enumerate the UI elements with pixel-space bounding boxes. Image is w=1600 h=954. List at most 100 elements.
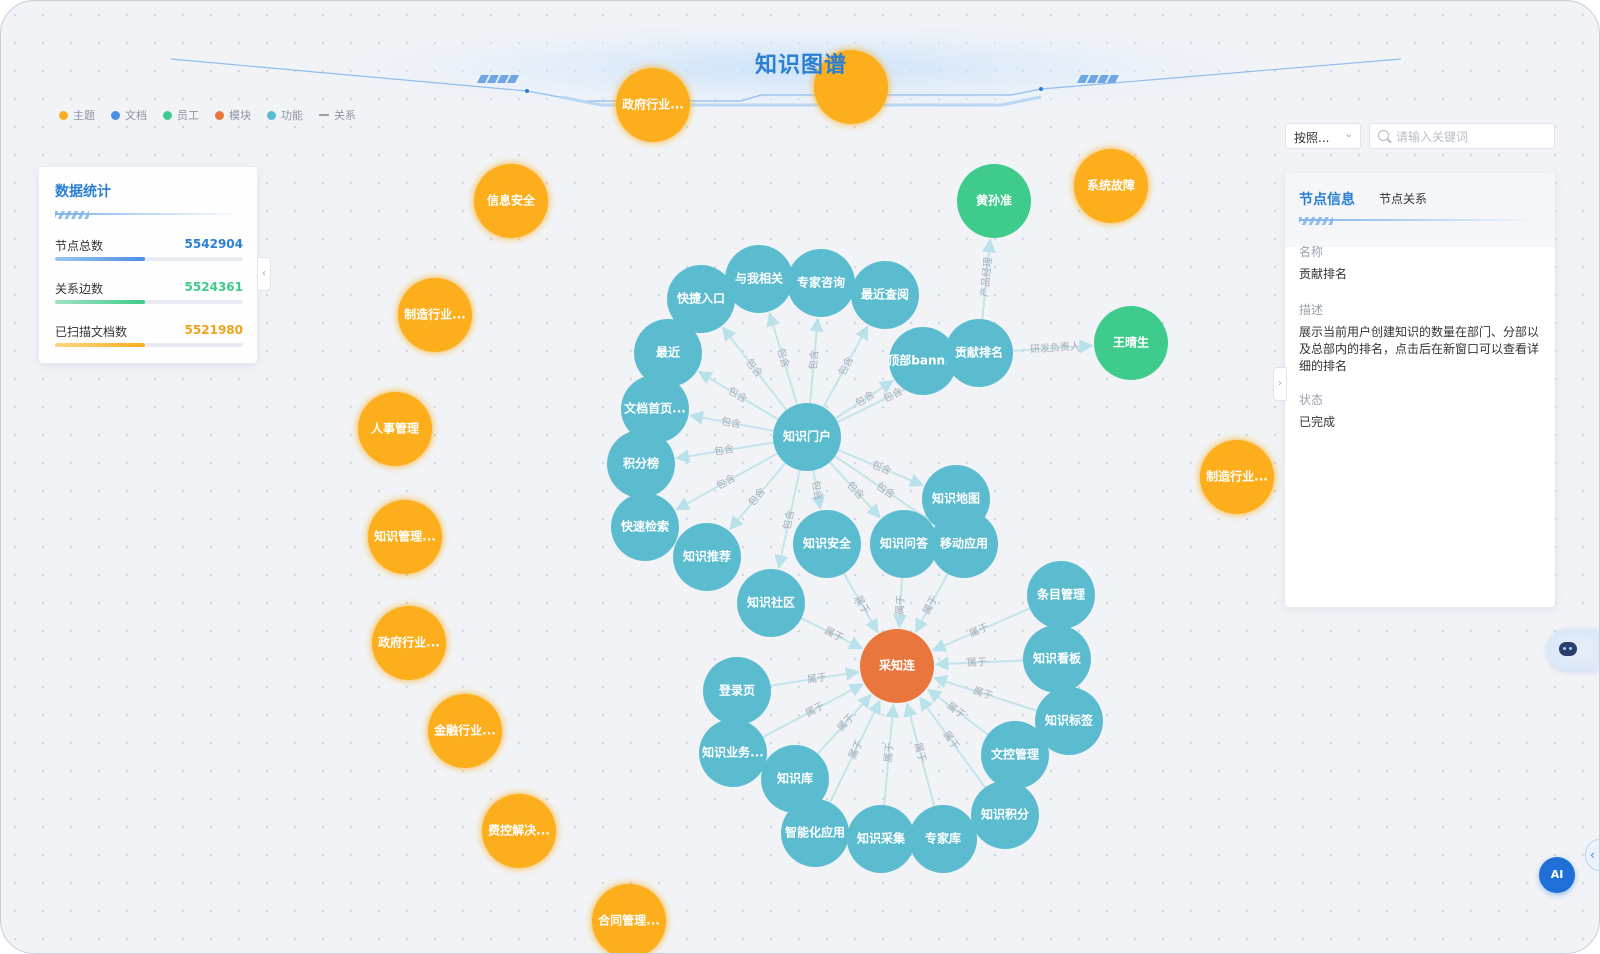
graph-node-function[interactable]: 专家库 (909, 805, 977, 873)
graph-edge[interactable] (811, 470, 825, 510)
graph-edge[interactable] (697, 370, 779, 421)
node-circle[interactable] (482, 794, 556, 868)
graph-edge[interactable] (729, 462, 787, 531)
node-circle[interactable] (773, 403, 841, 471)
graph-edge[interactable] (762, 683, 864, 738)
graph-node-function[interactable]: 移动应用 (930, 510, 998, 578)
collapse-left-panel-button[interactable]: ‹ (257, 257, 271, 291)
graph-edge[interactable] (800, 617, 864, 650)
node-circle[interactable] (592, 884, 666, 954)
node-circle[interactable] (358, 392, 432, 466)
graph-edge[interactable] (817, 693, 872, 755)
graph-edge[interactable] (766, 312, 799, 405)
graph-node-function[interactable]: 与我相关 (725, 245, 793, 313)
node-circle[interactable] (957, 164, 1031, 238)
node-circle[interactable] (909, 805, 977, 873)
node-circle[interactable] (368, 500, 442, 574)
graph-edge[interactable] (822, 325, 869, 408)
graph-node-function[interactable]: 最近 (634, 319, 702, 387)
graph-edge[interactable] (931, 607, 1031, 652)
legend-item-module[interactable]: 模块 (215, 107, 251, 123)
graph-node-topic[interactable]: 人事管理 (358, 392, 432, 466)
tab-node-relations[interactable]: 节点关系 (1379, 192, 1428, 206)
graph-edge[interactable] (689, 410, 774, 432)
node-circle[interactable] (787, 249, 855, 317)
legend-item-staff[interactable]: 员工 (163, 107, 199, 123)
legend-item-document[interactable]: 文档 (111, 107, 147, 123)
graph-edge[interactable] (903, 702, 936, 807)
graph-edge[interactable] (981, 238, 996, 320)
graph-node-function[interactable]: 快速检索 (611, 493, 679, 561)
graph-edge[interactable] (834, 379, 895, 420)
node-circle[interactable] (621, 375, 689, 443)
graph-edge[interactable] (934, 656, 1024, 671)
node-circle[interactable] (611, 493, 679, 561)
sort-select[interactable]: 按照... ⌄ (1285, 123, 1361, 149)
graph-edge[interactable] (829, 699, 881, 803)
node-circle[interactable] (372, 606, 446, 680)
graph-node-topic[interactable]: 合同管理... (592, 884, 666, 954)
node-circle[interactable] (428, 694, 502, 768)
node-circle[interactable] (699, 719, 767, 787)
graph-node-function[interactable]: 知识社区 (737, 569, 805, 637)
graph-node-function[interactable]: 知识业务... (699, 719, 767, 787)
graph-node-function[interactable]: 专家咨询 (787, 249, 855, 317)
node-circle[interactable] (474, 164, 548, 238)
graph-edge[interactable] (675, 441, 774, 464)
legend-item-function[interactable]: 功能 (267, 107, 303, 123)
graph-node-function[interactable]: 条目管理 (1027, 561, 1095, 629)
node-circle[interactable] (870, 510, 938, 578)
graph-node-function[interactable]: 快捷入口 (667, 265, 735, 333)
node-circle[interactable] (889, 327, 957, 395)
graph-node-topic[interactable]: 费控解决... (482, 794, 556, 868)
node-circle[interactable] (981, 721, 1049, 789)
graph-edge[interactable] (770, 667, 860, 687)
legend-item-topic[interactable]: 主题 (59, 107, 95, 123)
graph-node-function[interactable]: 知识看板 (1023, 625, 1091, 693)
graph-edge[interactable] (809, 317, 824, 404)
search-box[interactable] (1369, 123, 1555, 149)
node-circle[interactable] (1094, 306, 1168, 380)
node-circle[interactable] (634, 319, 702, 387)
graph-node-topic[interactable]: 金融行业... (428, 694, 502, 768)
graph-node-function[interactable]: 智能化应用 (781, 799, 849, 867)
graph-edge[interactable] (883, 703, 900, 806)
tab-node-info[interactable]: 节点信息 (1299, 192, 1355, 208)
graph-node-topic[interactable]: 制造行业... (1200, 440, 1274, 514)
graph-node-function[interactable]: 知识安全 (793, 510, 861, 578)
graph-edge[interactable] (675, 452, 778, 511)
node-circle[interactable] (930, 510, 998, 578)
graph-node-topic[interactable]: 政府行业... (372, 606, 446, 680)
graph-edge[interactable] (834, 455, 936, 525)
graph-edge[interactable] (838, 449, 925, 487)
node-circle[interactable] (860, 629, 934, 703)
graph-edge[interactable] (843, 572, 879, 634)
graph-node-module[interactable]: 采知连 (860, 629, 934, 703)
node-circle[interactable] (781, 799, 849, 867)
node-circle[interactable] (971, 781, 1039, 849)
graph-node-staff[interactable]: 王晴生 (1094, 306, 1168, 380)
node-circle[interactable] (847, 805, 915, 873)
graph-edge[interactable] (932, 675, 1037, 712)
graph-node-topic[interactable]: 系统故障 (1074, 149, 1148, 223)
node-circle[interactable] (761, 745, 829, 813)
graph-node-function[interactable]: 知识采集 (847, 805, 915, 873)
graph-node-topic[interactable]: 政府行业... (616, 68, 690, 142)
node-circle[interactable] (616, 68, 690, 142)
node-circle[interactable] (945, 319, 1013, 387)
node-circle[interactable] (1027, 561, 1095, 629)
graph-edge[interactable] (914, 573, 949, 634)
graph-node-topic[interactable]: 知识管理... (368, 500, 442, 574)
graph-node-function[interactable]: 登录页 (703, 657, 771, 725)
graph-edge[interactable] (919, 696, 986, 789)
node-circle[interactable] (1200, 440, 1274, 514)
node-circle[interactable] (737, 569, 805, 637)
graph-node-function[interactable]: 知识门户 (773, 403, 841, 471)
graph-edge[interactable] (774, 470, 801, 570)
graph-node-function[interactable]: 顶部bann... (887, 327, 959, 395)
node-circle[interactable] (673, 523, 741, 591)
graph-edge[interactable] (927, 688, 989, 736)
graph-node-function[interactable]: 贡献排名 (945, 319, 1013, 387)
